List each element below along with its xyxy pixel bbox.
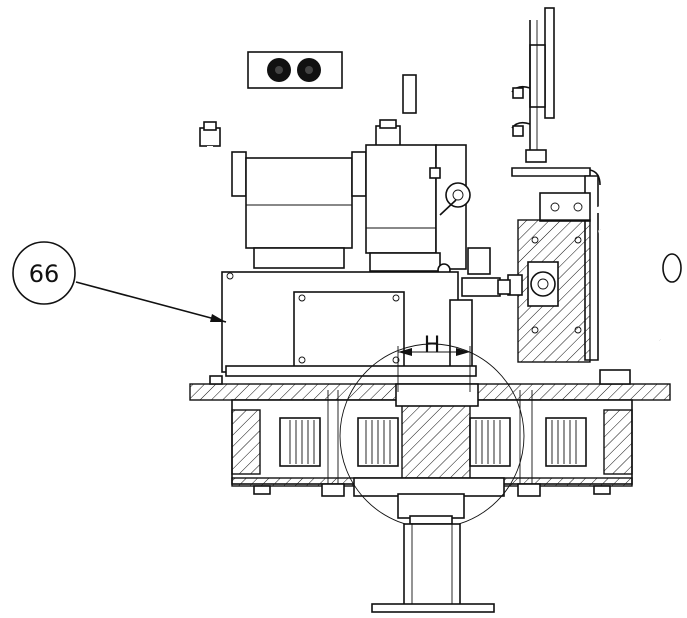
center-actuator	[365, 119, 471, 272]
indicator-lamp-panel	[247, 51, 343, 89]
gearbox-housing	[221, 271, 477, 377]
hose-fitting	[199, 121, 240, 185]
output-shaft	[371, 523, 495, 613]
motor-housing	[231, 151, 367, 269]
callout-number: 66	[29, 260, 60, 288]
dimension-label: H	[424, 333, 441, 358]
lever-handle	[595, 191, 682, 366]
valve-block	[507, 192, 591, 363]
brake-pack-left	[279, 417, 399, 467]
center-hub	[353, 383, 505, 525]
bolts-lower	[253, 390, 611, 497]
dimension-h: H	[397, 333, 471, 392]
pin-part	[402, 74, 417, 114]
brake-pack-right	[469, 417, 587, 467]
callout-66: 66	[12, 241, 227, 323]
